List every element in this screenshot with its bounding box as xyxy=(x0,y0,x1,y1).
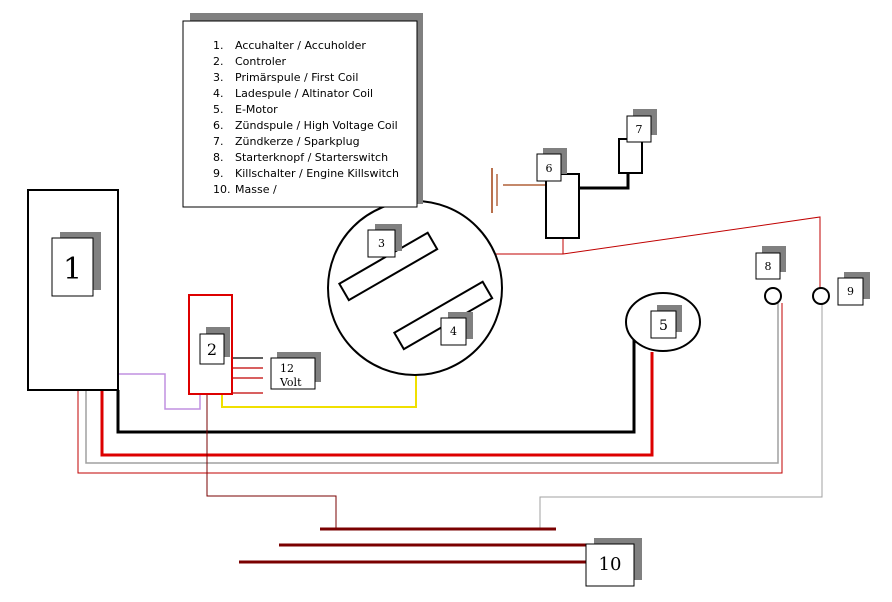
legend-text-3: Primärspule / First Coil xyxy=(235,71,358,84)
legend-box xyxy=(182,20,418,208)
label-1: 1 xyxy=(63,252,82,287)
label-3: 3 xyxy=(378,237,385,250)
wire-gray-killswitch xyxy=(539,302,823,528)
volt-label-box xyxy=(270,357,316,390)
label-4: 4 xyxy=(450,325,457,338)
primary-coil xyxy=(337,231,439,302)
label-10-box xyxy=(585,543,635,587)
volt-label-line2: Volt xyxy=(279,376,302,389)
kill-switch xyxy=(812,287,830,305)
legend-num-6: 6. xyxy=(213,119,224,132)
legend-num-9: 9. xyxy=(213,167,224,180)
legend-text-4: Ladespule / Altinator Coil xyxy=(235,87,373,100)
legend-num-4: 4. xyxy=(213,87,224,100)
legend-text-8: Starterknopf / Starterswitch xyxy=(235,151,388,164)
label-6-box xyxy=(536,153,562,182)
label-9-box xyxy=(837,277,864,306)
label-2-box xyxy=(199,333,225,365)
label-7-box xyxy=(626,115,652,143)
legend-num-5: 5. xyxy=(213,103,224,116)
wire-red-starter xyxy=(77,303,783,474)
label-10: 10 xyxy=(599,554,622,575)
label-5: 5 xyxy=(659,318,668,334)
wire-red-motor xyxy=(100,352,654,457)
wire-gray-starter xyxy=(85,303,779,464)
label-8: 8 xyxy=(765,260,772,273)
legend-num-7: 7. xyxy=(213,135,224,148)
legend-text-1: Accuhalter / Accuholder xyxy=(235,39,366,52)
wire-darkred-ground xyxy=(206,394,337,528)
legend-text-5: E-Motor xyxy=(235,103,278,116)
legend-text-2: Controler xyxy=(235,55,287,68)
label-9: 9 xyxy=(847,285,854,298)
legend-text-9: Killschalter / Engine Killswitch xyxy=(235,167,399,180)
legend-num-10: 10. xyxy=(213,183,231,196)
legend-num-2: 2. xyxy=(213,55,224,68)
label-2: 2 xyxy=(207,340,217,359)
wire-black-motor xyxy=(116,338,636,434)
wire-ht-lead xyxy=(578,172,630,190)
starter-switch xyxy=(764,287,782,305)
label-4-box xyxy=(440,317,467,346)
legend-list: 1. Accuhalter / Accuholder 2. Controler … xyxy=(213,39,399,196)
ignition-coil xyxy=(545,173,580,239)
legend-num-3: 3. xyxy=(213,71,224,84)
legend-num-1: 1. xyxy=(213,39,224,52)
legend-text-6: Zündspule / High Voltage Coil xyxy=(235,119,398,132)
spark-plug xyxy=(618,138,643,174)
legend-num-8: 8. xyxy=(213,151,224,164)
wire-purple-controller xyxy=(118,373,201,410)
label-1-box xyxy=(51,237,94,297)
legend-text-10: Masse / xyxy=(235,183,277,196)
label-6: 6 xyxy=(546,162,553,175)
label-3-box xyxy=(367,229,396,258)
label-5-box xyxy=(650,310,677,339)
legend-text-7: Zündkerze / Sparkplug xyxy=(235,135,360,148)
label-7: 7 xyxy=(636,123,643,136)
label-8-box xyxy=(755,252,781,280)
volt-label-line1: 12 xyxy=(280,362,294,375)
